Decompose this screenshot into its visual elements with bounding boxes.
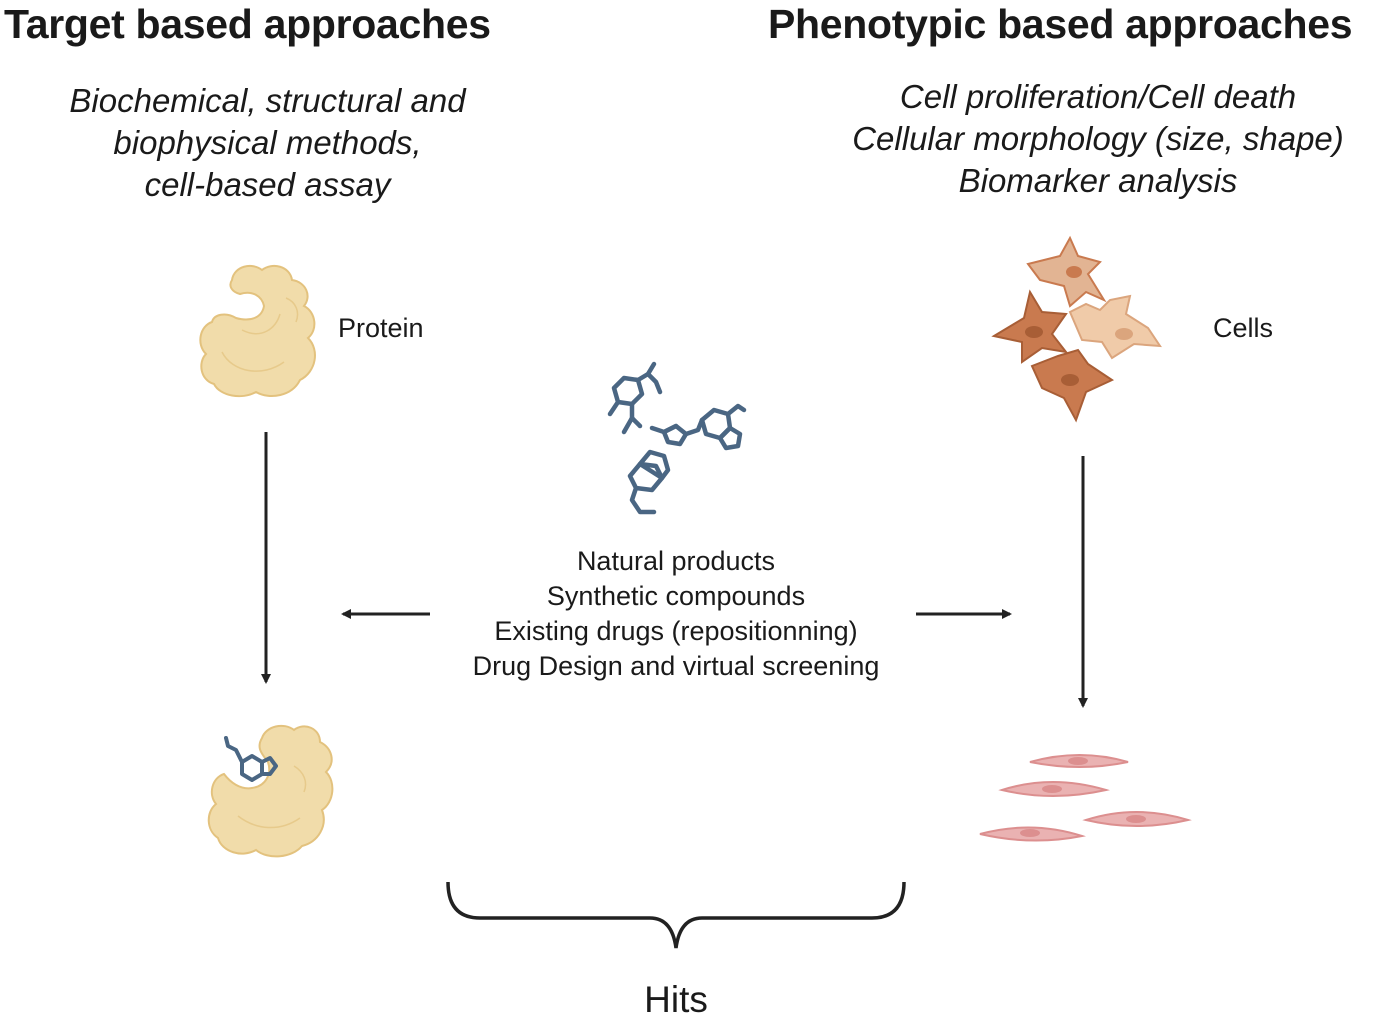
compound-molecules-icon bbox=[607, 361, 747, 515]
target-method-line: Biochemical, structural and bbox=[69, 82, 466, 119]
hits-brace bbox=[446, 881, 906, 949]
compound-source: Existing drugs (repositionning) bbox=[494, 616, 858, 646]
phenotypic-method-line: Biomarker analysis bbox=[958, 162, 1238, 199]
phenotypic-method-line: Cellular morphology (size, shape) bbox=[852, 120, 1344, 157]
target-method-line: biophysical methods, bbox=[113, 124, 422, 161]
target-method-line: cell-based assay bbox=[144, 166, 391, 203]
protein-label: Protein bbox=[338, 313, 424, 343]
bound-ligand-icon bbox=[224, 736, 278, 782]
protein-icon bbox=[199, 264, 316, 398]
compound-source: Drug Design and virtual screening bbox=[472, 651, 880, 681]
arrows bbox=[261, 432, 1088, 708]
protein-ligand-icon bbox=[207, 724, 334, 858]
target-methods: Biochemical, structural and biophysical … bbox=[0, 80, 535, 206]
target-approach-title: Target based approaches bbox=[4, 1, 491, 47]
cells-icon bbox=[991, 235, 1162, 423]
hits-label: Hits bbox=[644, 979, 708, 1020]
phenotypic-methods: Cell proliferation/Cell death Cellular m… bbox=[800, 76, 1396, 202]
compound-source: Synthetic compounds bbox=[546, 581, 806, 611]
cells-label: Cells bbox=[1213, 313, 1274, 343]
phenotypic-method-line: Cell proliferation/Cell death bbox=[899, 78, 1297, 115]
treated-cells-icon bbox=[979, 754, 1192, 842]
phenotypic-approach-title: Phenotypic based approaches bbox=[768, 1, 1353, 47]
compound-sources: Natural products Synthetic compounds Exi… bbox=[426, 544, 926, 684]
compound-source: Natural products bbox=[576, 546, 776, 576]
